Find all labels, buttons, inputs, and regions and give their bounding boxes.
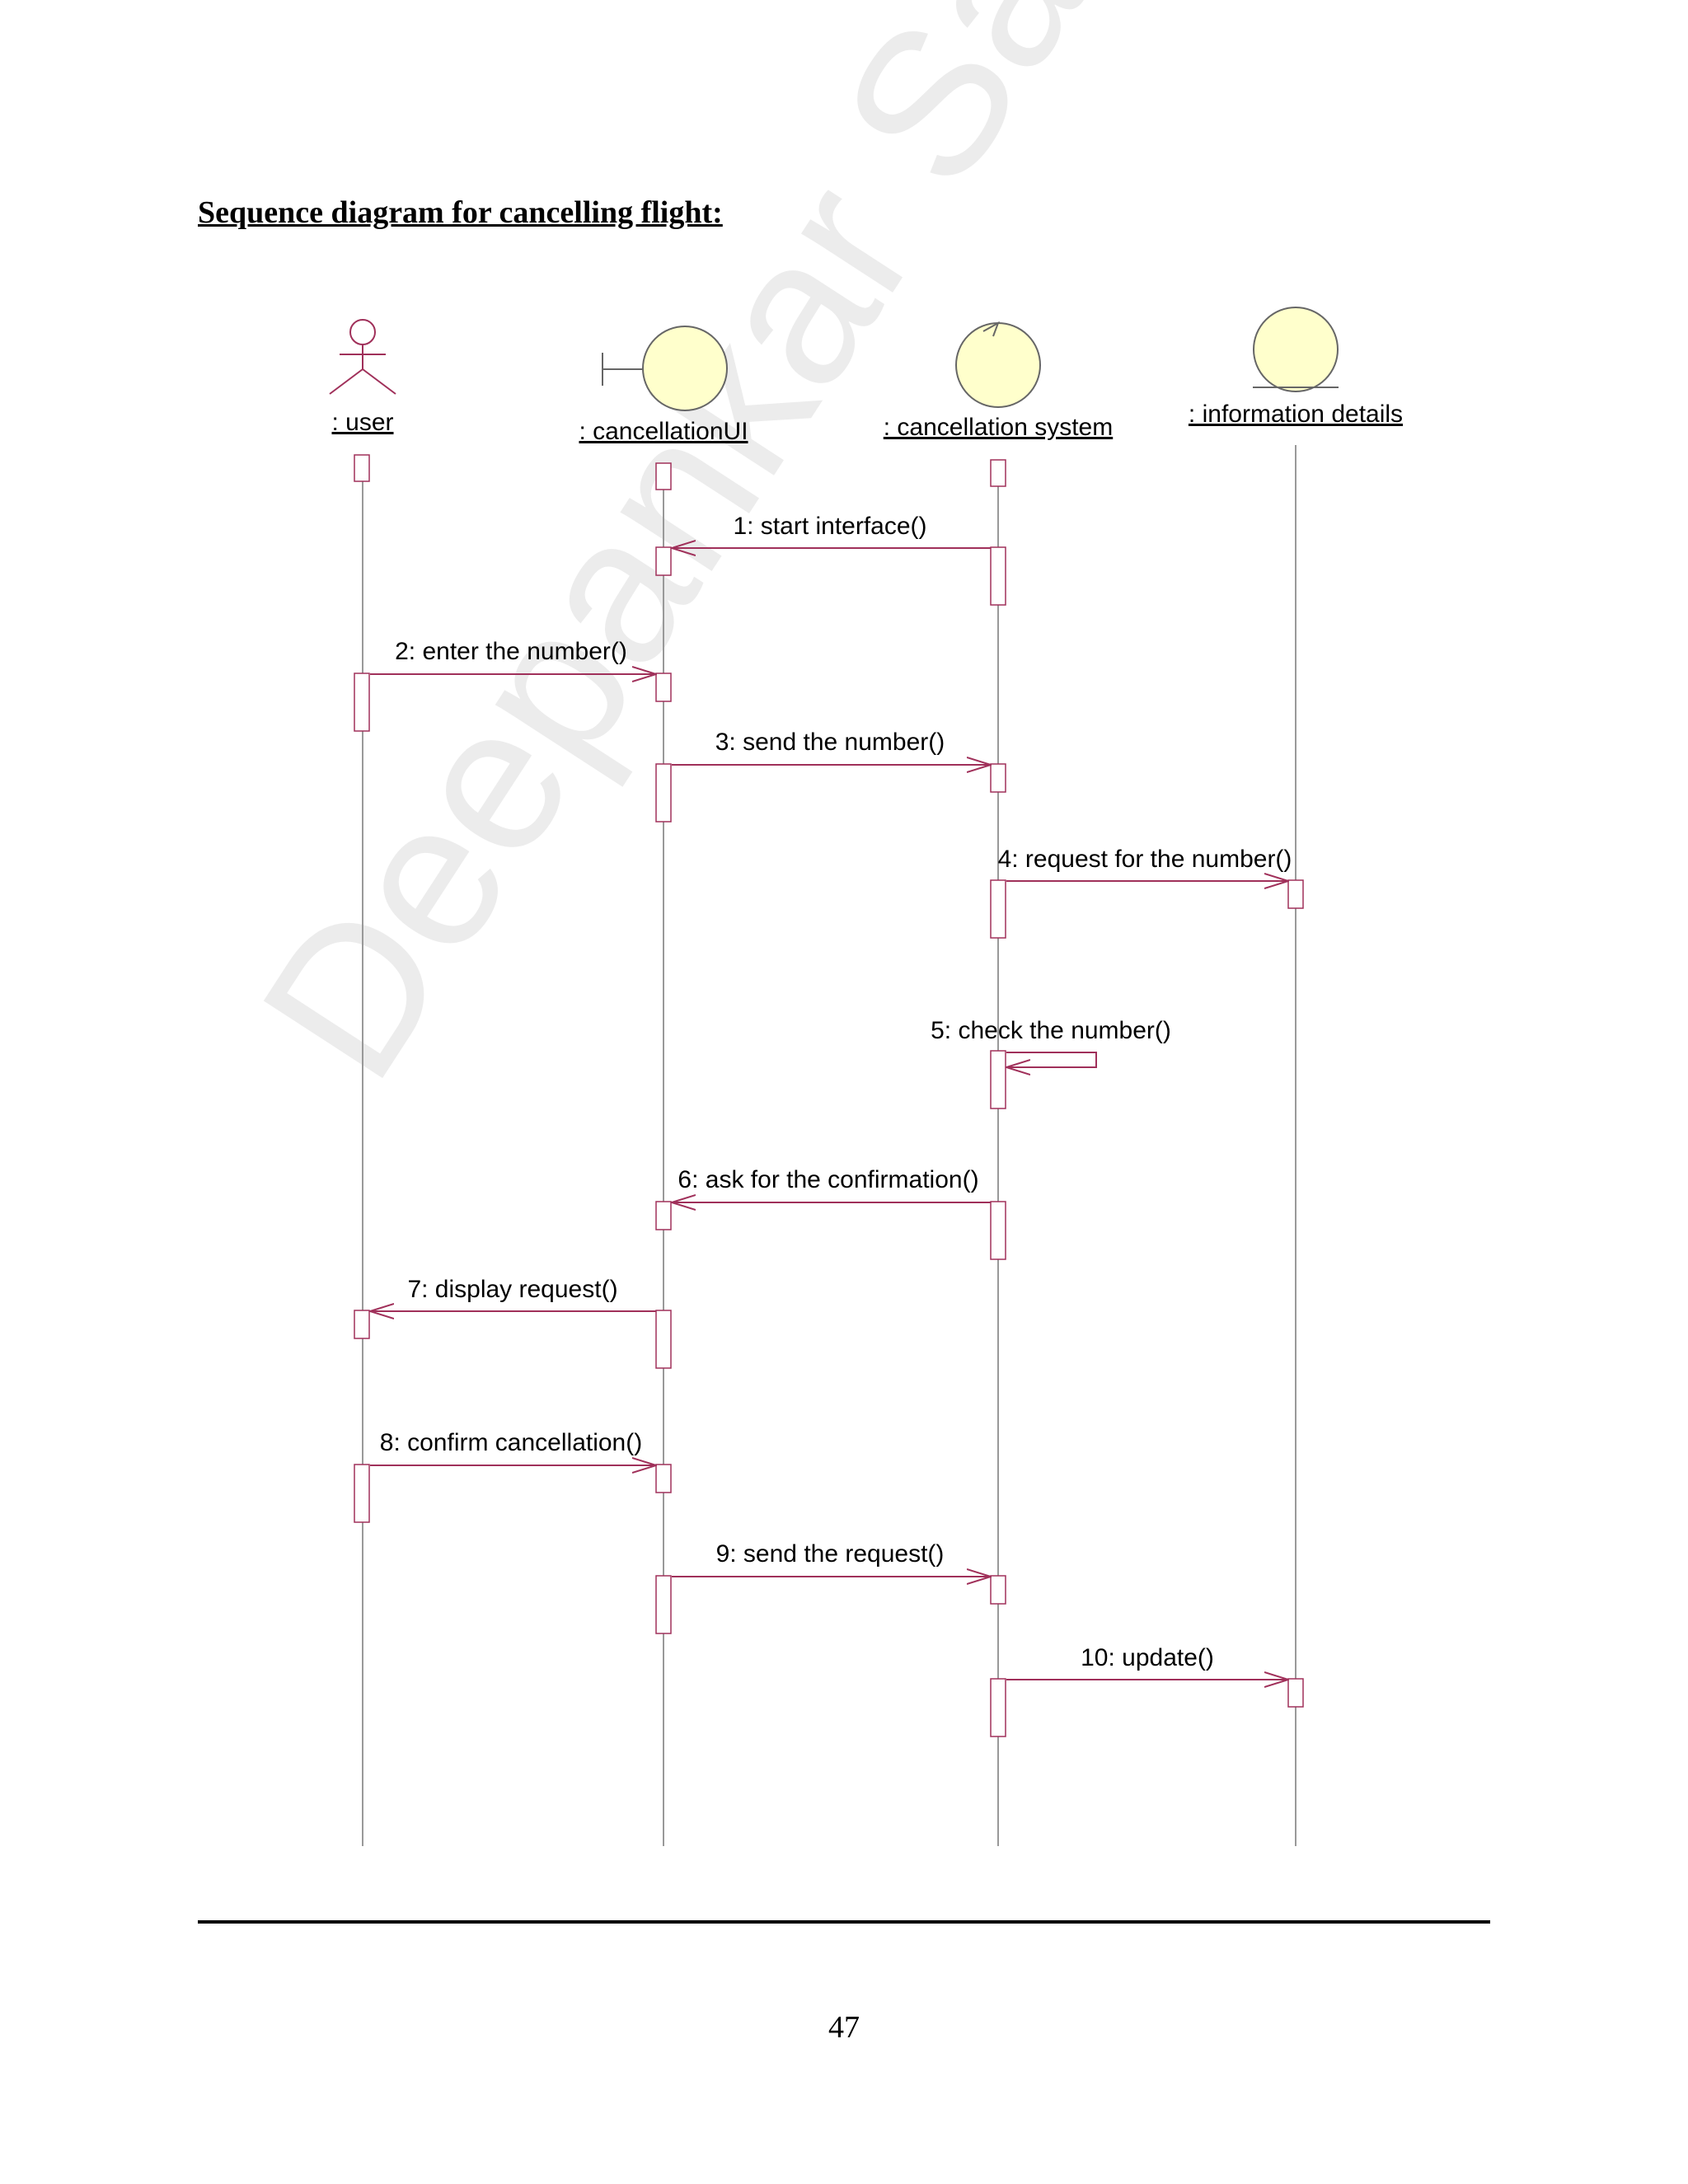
participant-label-cancellation-ui: : cancellationUI [579,418,748,445]
boundary-icon [602,326,728,411]
message-label: 5: check the number() [931,1017,1171,1044]
message-label: 6: ask for the confirmation() [678,1166,978,1193]
message-6: 6: ask for the confirmation() [672,1166,991,1202]
message-label: 1: start interface() [733,513,926,540]
message-label: 4: request for the number() [998,846,1292,873]
message-arrow [1006,1052,1097,1067]
message-label: 10: update() [1081,1644,1214,1671]
message-7: 7: display request() [370,1276,656,1311]
page-title: Sequence diagram for cancelling flight: [198,195,723,230]
message-1: 1: start interface() [672,513,991,548]
message-10: 10: update() [1006,1644,1288,1680]
message-3: 3: send the number() [672,729,991,765]
message-2: 2: enter the number() [370,638,656,674]
message-4: 4: request for the number() [998,846,1292,881]
sequence-diagram: : user : cancellationUI : cancellation s… [329,307,1403,1846]
actor-icon [329,319,396,395]
message-9: 9: send the request() [672,1540,991,1577]
activation-boxes [354,454,1304,1737]
message-label: 8: confirm cancellation() [380,1429,642,1456]
message-label: 3: send the number() [715,729,945,756]
control-icon [955,321,1041,408]
participant-label-cancellation-system: : cancellation system [884,414,1113,441]
message-label: 9: send the request() [716,1540,945,1568]
message-label: 2: enter the number() [395,638,627,665]
participant-label-information-details: : information details [1189,401,1403,428]
page-number: 47 [828,2010,860,2045]
footer-rule [198,1920,1490,1924]
message-8: 8: confirm cancellation() [370,1429,656,1465]
message-label: 7: display request() [407,1276,617,1303]
message-5: 5: check the number() [931,1017,1171,1067]
entity-icon [1253,307,1339,392]
participant-label-user: : user [331,409,393,436]
